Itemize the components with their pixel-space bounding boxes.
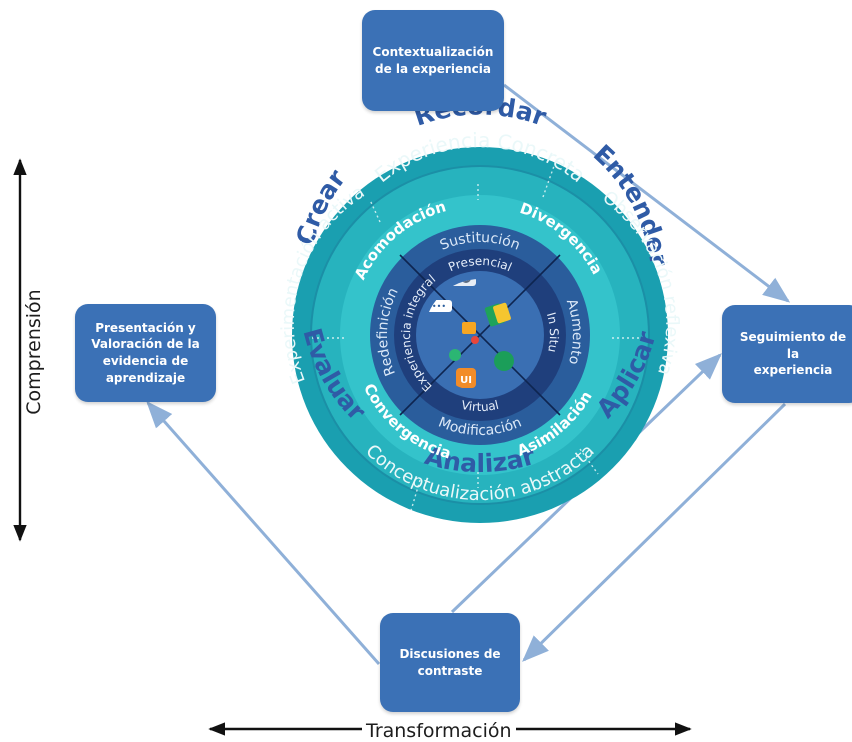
separator-dotted (409, 479, 421, 515)
ui-glyph: UI (460, 375, 472, 386)
box-line: Presentación y (95, 320, 196, 335)
box-line: de la experiencia (375, 61, 491, 76)
mode-text: Presencial (446, 254, 514, 274)
samr-aumento: Aumento (563, 297, 587, 367)
arrow-right-to-bottom (522, 402, 787, 662)
arrow-bottom-to-left (146, 400, 381, 665)
box-line: Discusiones de (399, 646, 501, 661)
phone-icon (494, 351, 514, 371)
box-line: experiencia (753, 363, 833, 378)
samr-text: Sustitución (438, 230, 522, 254)
contextualizacion-box: Contextualización de la experiencia (362, 10, 504, 111)
separator-dotted (542, 165, 555, 198)
box-line: Valoración de la (91, 337, 200, 352)
arrow-top-to-right (503, 83, 791, 303)
box-line: contraste (417, 663, 483, 678)
samr-sustitucion: Sustitución (438, 230, 522, 254)
note-icon (493, 302, 511, 324)
comprension-label: Comprensión (23, 273, 45, 431)
ui-app-icon (456, 368, 476, 388)
mode-text: In Situ (544, 311, 562, 354)
discusiones-box: Discusiones de contraste (380, 613, 520, 712)
mode-in-situ: In Situ (544, 311, 562, 354)
transformacion-label: Transformación (362, 720, 516, 742)
presentacion-box: Presentación y Valoración de la evidenci… (75, 304, 216, 402)
mode-text: Virtual (460, 398, 500, 414)
box-line: Contextualización (372, 44, 494, 59)
separator-dotted (369, 199, 381, 223)
mode-virtual: Virtual (460, 398, 500, 414)
quadrant-line (399, 254, 561, 416)
www-glyph: ••• (432, 302, 446, 311)
chat-icon (449, 349, 461, 361)
separator-dotted (579, 448, 599, 475)
box-line: aprendizaje (105, 370, 186, 385)
seguimiento-box: Seguimiento de la experiencia (722, 305, 852, 403)
box-line: evidencia de (102, 354, 189, 368)
samr-text: Aumento (563, 297, 587, 367)
box-line: Seguimiento de la (739, 330, 847, 361)
mode-presencial: Presencial (446, 254, 514, 274)
record-icon (471, 336, 479, 344)
folder-icon (462, 322, 476, 334)
learning-wheel: ••• UI Recordar Entender Crear Analizar (253, 91, 705, 523)
